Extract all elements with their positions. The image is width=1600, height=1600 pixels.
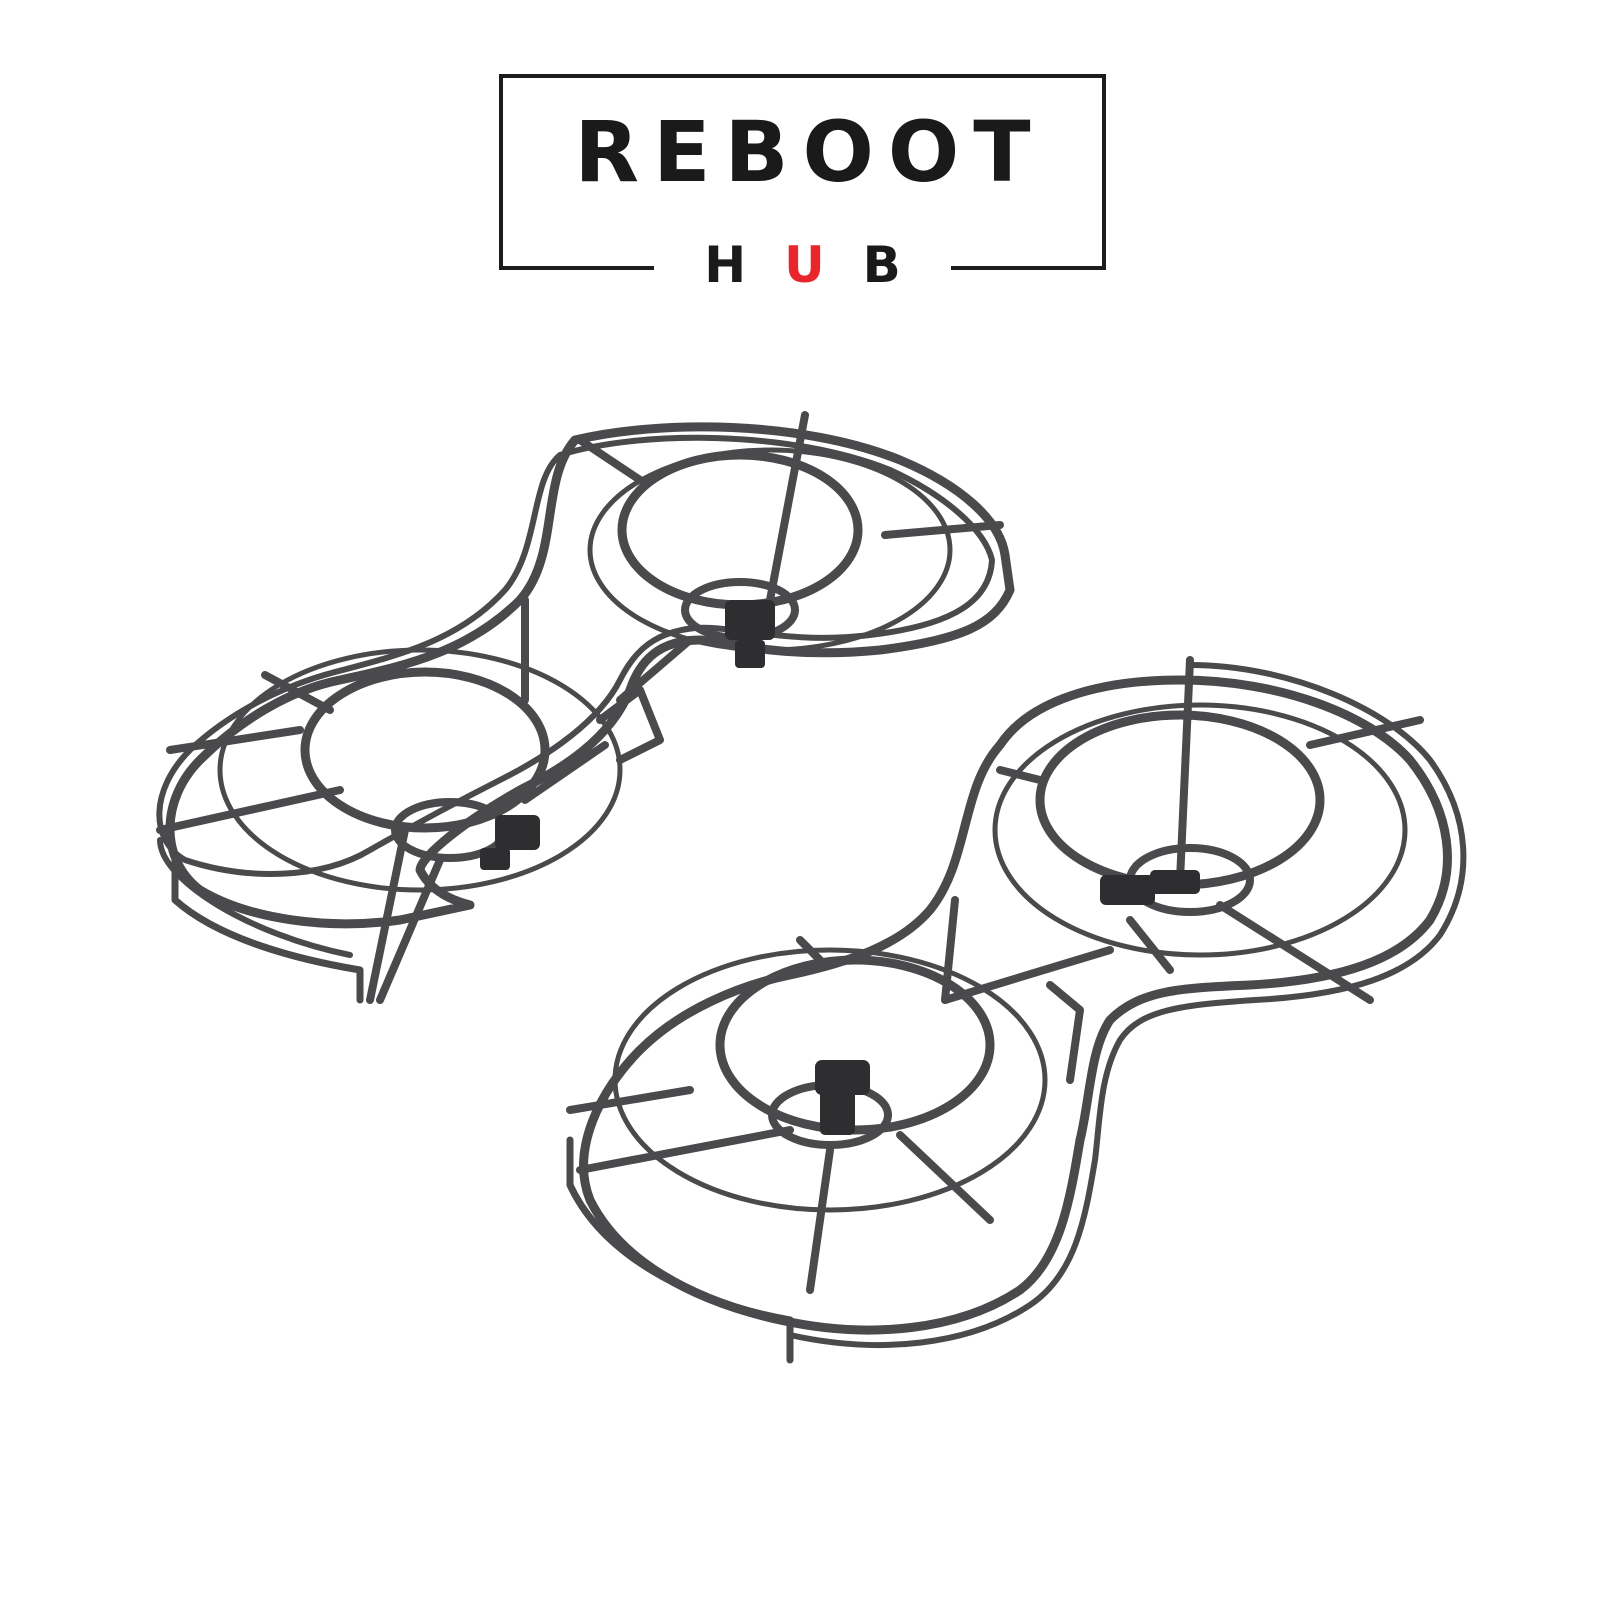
logo-subtitle: HUB	[499, 240, 1106, 290]
logo-sub-letter-b: B	[862, 236, 939, 294]
logo-sub-letter-u-accent: U	[784, 236, 863, 294]
logo-frame-right	[1102, 74, 1106, 270]
logo-wordmark: REBOOT	[574, 103, 1045, 201]
propeller-guard-2	[566, 656, 1467, 1364]
logo-sub-letter-h: H	[704, 236, 785, 294]
logo-frame-bottom-left	[499, 266, 654, 270]
logo-frame-bottom-right	[951, 266, 1106, 270]
brand-logo: REBOOT HUB	[499, 74, 1106, 290]
logo-frame-left	[499, 74, 503, 270]
propeller-guard-2-mounts	[815, 870, 1200, 1135]
propeller-guard-1	[156, 411, 1015, 1004]
logo-frame-top	[499, 74, 1106, 78]
propeller-guard-1-mounts	[480, 600, 775, 870]
